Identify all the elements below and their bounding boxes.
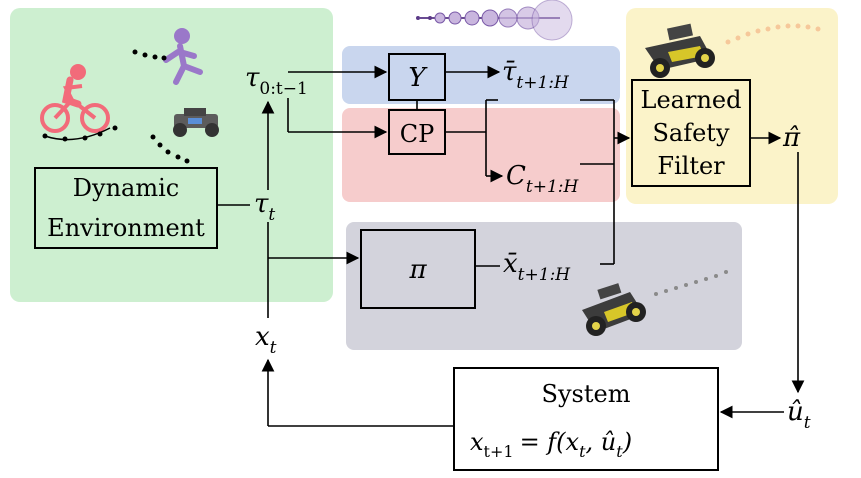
safety-filter-block <box>631 79 751 187</box>
eq-lhs-sub: t+1 <box>484 442 514 461</box>
connections <box>217 65 805 427</box>
env-label-line2: Environment <box>47 214 205 242</box>
eq-rhs: = f(x <box>520 428 580 456</box>
conformal-band <box>342 108 620 202</box>
system-title: System <box>542 380 631 408</box>
system-equation: xt+1= f(xt, ût) <box>470 428 632 461</box>
tau-bar-label: τ̄t+1:H <box>502 57 570 93</box>
policy-panel <box>346 222 742 350</box>
system-block <box>453 367 719 471</box>
eq-end: ) <box>622 428 632 456</box>
pi-hat-label: π̂ <box>782 123 801 153</box>
cp-block-label: CP <box>400 120 435 148</box>
eq-rhs-sub: t <box>579 442 586 461</box>
trajectory-bubbles-icon <box>416 0 573 41</box>
policy-block-label: π <box>408 255 427 285</box>
runner-icon <box>132 28 203 85</box>
dynamic-environment-block <box>34 167 218 249</box>
filter-label-line3: Filter <box>657 152 725 180</box>
x-t-label: xt <box>255 322 277 358</box>
cyclist-icon <box>40 64 118 142</box>
eq-mid: , û <box>586 428 617 456</box>
environment-panel <box>10 8 333 302</box>
filter-label-line2: Safety <box>652 119 729 147</box>
u-hat-label: ût <box>787 397 811 433</box>
x-bar-label: x̄t+1:H <box>503 249 571 285</box>
eq-mid-sub: t <box>616 442 623 461</box>
tau-history-label: τ0:t−1 <box>245 63 308 99</box>
filter-label-line1: Learned <box>641 86 742 114</box>
policy-block <box>360 229 476 309</box>
robot-car-icon <box>150 108 219 164</box>
c-set-label: Ct+1:H <box>506 161 580 197</box>
tau-t-label: τt <box>254 189 275 225</box>
safe-robot-car-icon <box>645 23 821 78</box>
env-label-line1: Dynamic <box>73 174 179 202</box>
y-block-label: Y <box>408 63 428 93</box>
policy-robot-car-icon <box>582 270 728 336</box>
eq-lhs: x <box>470 428 484 456</box>
prediction-band <box>342 46 620 104</box>
